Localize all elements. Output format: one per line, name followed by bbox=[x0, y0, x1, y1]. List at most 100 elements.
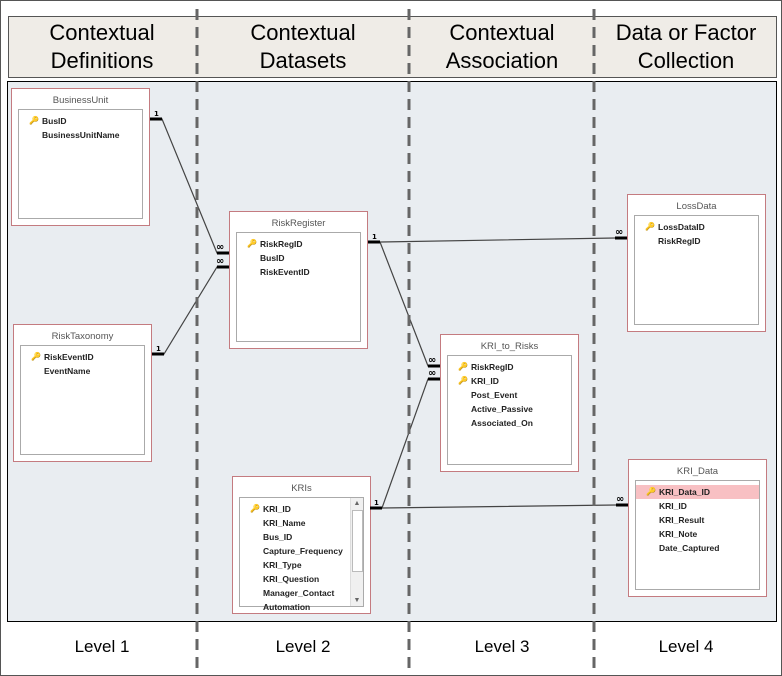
rel-line-kris-kri2risks bbox=[370, 378, 440, 509]
field-name: KRI_Question bbox=[263, 574, 320, 584]
field-name: Bus_ID bbox=[263, 532, 293, 542]
field-name: KRI_Data_ID bbox=[659, 487, 711, 497]
field-name: RiskEventID bbox=[44, 352, 94, 362]
field-row[interactable]: 🔑KRI_ID bbox=[448, 374, 571, 388]
field-row[interactable]: KRI_Note bbox=[636, 527, 759, 541]
cardinality-one: 1 bbox=[372, 233, 377, 241]
field-name: RiskRegID bbox=[471, 362, 514, 372]
table-title[interactable]: BusinessUnit bbox=[52, 95, 109, 106]
primary-key-icon: 🔑 bbox=[250, 504, 260, 513]
header-band bbox=[8, 16, 777, 78]
field-row[interactable]: KRI_Result bbox=[636, 513, 759, 527]
field-row[interactable]: Associated_On bbox=[448, 416, 571, 430]
primary-key-icon: 🔑 bbox=[31, 352, 41, 361]
rel-line-risktaxonomy-riskregister bbox=[152, 266, 229, 355]
primary-key-icon: 🔑 bbox=[458, 376, 468, 385]
scroll-up-arrow-icon[interactable]: ▲ bbox=[353, 500, 361, 507]
field-row[interactable]: 🔑LossDataID bbox=[635, 220, 758, 234]
field-name: KRI_ID bbox=[471, 376, 499, 386]
table-title[interactable]: KRIs bbox=[291, 483, 312, 494]
scrollbar[interactable]: ▲▼ bbox=[350, 498, 363, 606]
field-row[interactable]: 🔑RiskRegID bbox=[237, 237, 360, 251]
field-name: Manager_Contact bbox=[263, 588, 335, 598]
field-list[interactable]: 🔑LossDataID RiskRegID bbox=[634, 215, 759, 325]
field-name: RiskRegID bbox=[658, 236, 701, 246]
scroll-down-arrow-icon[interactable]: ▼ bbox=[353, 597, 361, 604]
field-name: RiskEventID bbox=[260, 267, 310, 277]
table-title[interactable]: KRI_to_Risks bbox=[480, 341, 539, 352]
table-risk-taxonomy[interactable]: RiskTaxonomy 🔑RiskEventID EventName bbox=[13, 324, 152, 462]
field-row[interactable]: 🔑KRI_ID bbox=[240, 502, 363, 516]
field-name: LossDataID bbox=[658, 222, 705, 232]
cardinality-many: ∞ bbox=[216, 242, 224, 253]
field-row[interactable]: BusinessUnitName bbox=[19, 128, 142, 142]
field-name: KRI_ID bbox=[659, 501, 687, 511]
column-title-1: Contextual Definitions bbox=[9, 16, 195, 78]
field-name: KRI_Type bbox=[263, 560, 302, 570]
table-title[interactable]: RiskRegister bbox=[271, 218, 326, 229]
column-title-text: Contextual Definitions bbox=[49, 20, 155, 73]
table-title[interactable]: RiskTaxonomy bbox=[51, 331, 114, 342]
field-name: KRI_Note bbox=[659, 529, 698, 539]
primary-key-icon: 🔑 bbox=[29, 116, 39, 125]
field-name: Active_Passive bbox=[471, 404, 533, 414]
field-row[interactable]: 🔑RiskRegID bbox=[448, 360, 571, 374]
field-row[interactable]: Capture_Frequency bbox=[240, 544, 363, 558]
column-title-text: Contextual Datasets bbox=[250, 20, 356, 73]
cardinality-many: ∞ bbox=[615, 227, 623, 238]
field-row[interactable]: Active_Passive bbox=[448, 402, 571, 416]
cardinality-many: ∞ bbox=[428, 355, 436, 366]
primary-key-icon: 🔑 bbox=[458, 362, 468, 371]
column-title-text: Contextual Association bbox=[445, 20, 559, 73]
field-row[interactable]: Bus_ID bbox=[240, 530, 363, 544]
cardinality-many: ∞ bbox=[428, 368, 436, 379]
level-label-3: Level 3 bbox=[474, 637, 530, 656]
primary-key-icon: 🔑 bbox=[645, 222, 655, 231]
rel-line-businessunit-riskregister bbox=[150, 118, 229, 254]
field-row[interactable]: KRI_Type bbox=[240, 558, 363, 572]
primary-key-icon: 🔑 bbox=[247, 239, 257, 248]
scroll-thumb[interactable] bbox=[352, 510, 363, 572]
field-row[interactable]: KRI_Name bbox=[240, 516, 363, 530]
field-name: BusID bbox=[42, 116, 67, 126]
table-loss-data[interactable]: LossData 🔑LossDataID RiskRegID bbox=[627, 194, 766, 332]
field-row[interactable]: Manager_Contact bbox=[240, 586, 363, 600]
primary-key-icon: 🔑 bbox=[646, 487, 656, 496]
column-title-text: Data or Factor Collection bbox=[615, 20, 757, 73]
field-row[interactable]: Automation bbox=[240, 600, 363, 614]
level-label-1: Level 1 bbox=[74, 637, 130, 656]
table-title[interactable]: LossData bbox=[676, 201, 717, 212]
field-name: EventName bbox=[44, 366, 91, 376]
field-row[interactable]: KRI_ID bbox=[636, 499, 759, 513]
field-name: Post_Event bbox=[471, 390, 518, 400]
rel-line-riskregister-lossdata bbox=[368, 237, 627, 243]
field-row[interactable]: RiskEventID bbox=[237, 265, 360, 279]
field-row[interactable]: 🔑RiskEventID bbox=[21, 350, 144, 364]
field-row[interactable]: 🔑KRI_Data_ID bbox=[636, 485, 759, 499]
field-name: KRI_Name bbox=[263, 518, 306, 528]
field-row[interactable]: KRI_Question bbox=[240, 572, 363, 586]
field-name: Capture_Frequency bbox=[263, 546, 343, 556]
field-list[interactable]: 🔑RiskEventID EventName bbox=[20, 345, 145, 455]
field-row[interactable]: 🔑BusID bbox=[19, 114, 142, 128]
field-row[interactable]: Date_Captured bbox=[636, 541, 759, 555]
field-row[interactable]: Post_Event bbox=[448, 388, 571, 402]
column-title-4: Data or Factor Collection bbox=[596, 16, 776, 78]
field-row[interactable]: BusID bbox=[237, 251, 360, 265]
field-row[interactable]: RiskRegID bbox=[635, 234, 758, 248]
column-title-2: Contextual Datasets bbox=[199, 16, 407, 78]
field-row[interactable]: EventName bbox=[21, 364, 144, 378]
cardinality-one: 1 bbox=[154, 110, 159, 118]
table-title[interactable]: KRI_Data bbox=[676, 466, 719, 477]
